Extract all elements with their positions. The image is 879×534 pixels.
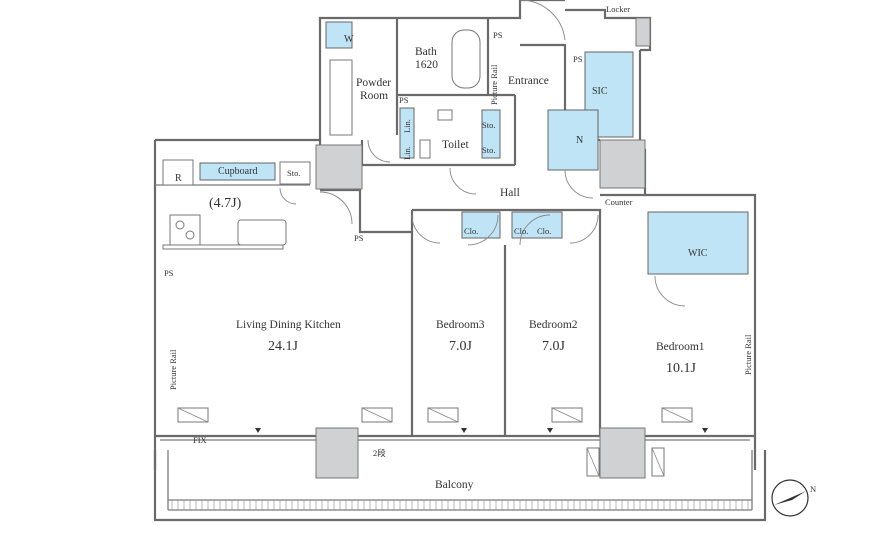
bedroom2-name-label: Bedroom2 — [529, 319, 578, 331]
linen-label-2: Lin. — [402, 119, 412, 133]
fix-window-label: FIX — [193, 435, 207, 445]
cupboard-label: Cupboard — [218, 166, 257, 177]
bedroom2-size-label: 7.0J — [542, 339, 566, 354]
bedroom1-name-label: Bedroom1 — [656, 341, 705, 353]
storage-label-toilet-2: Sto. — [482, 145, 495, 155]
doors — [279, 0, 686, 307]
window-markers — [255, 428, 708, 433]
picture-rail-label-bed1: Picture Rail — [743, 334, 753, 375]
kitchen-size-label: (4.7J) — [209, 196, 242, 211]
powder-room-label-2: Room — [360, 90, 388, 102]
washer-label: W — [344, 34, 354, 45]
storage-units — [199, 21, 749, 275]
closet-label-bed3: Clo. — [464, 226, 478, 236]
picture-rail-label-ldk: Picture Rail — [168, 349, 178, 390]
hall-label: Hall — [500, 187, 520, 199]
aircon-units — [177, 407, 693, 477]
linen-label-1: Lin. — [402, 146, 412, 160]
aircon-mark-label: 2段 — [373, 448, 386, 458]
ps-hall-label: PS — [354, 233, 364, 243]
ps-top-label: PS — [493, 30, 503, 40]
ldk-size-label: 24.1J — [268, 339, 299, 354]
ps-entrance-label: PS — [573, 54, 583, 64]
toilet-label: Toilet — [442, 139, 469, 151]
bedroom1-size-label: 10.1J — [666, 361, 697, 376]
refrigerator-label: R — [175, 173, 182, 184]
counter-label: Counter — [605, 197, 633, 207]
balcony-railing — [171, 500, 749, 510]
ps-small-label: PS — [399, 95, 409, 105]
fixtures — [162, 29, 481, 250]
sic-label: SIC — [592, 86, 608, 97]
picture-rail-label-entrance: Picture Rail — [489, 64, 499, 105]
ps-kitchen-label: PS — [164, 268, 174, 278]
closet-label-bed2-b: Clo. — [537, 226, 551, 236]
storage-label-toilet: Sto. — [482, 120, 495, 130]
storage-label-kitchen: Sto. — [287, 168, 300, 178]
balcony-label: Balcony — [435, 479, 474, 491]
north-compass — [771, 479, 809, 517]
bath-size-label: 1620 — [415, 59, 438, 71]
structural-pillars — [315, 17, 651, 479]
north-label: N — [810, 484, 816, 494]
bedroom3-size-label: 7.0J — [449, 339, 473, 354]
bath-label: Bath — [415, 46, 437, 58]
entrance-label: Entrance — [508, 75, 549, 87]
interior-walls — [155, 18, 645, 436]
bedroom3-name-label: Bedroom3 — [436, 319, 485, 331]
closet-label-bed2: Clo. — [514, 226, 528, 236]
powder-room-label: Powder — [356, 77, 391, 89]
n-label: N — [576, 135, 583, 146]
wic-label: WIC — [688, 248, 708, 259]
locker-label: Locker — [606, 4, 630, 14]
ldk-name-label: Living Dining Kitchen — [236, 319, 341, 331]
